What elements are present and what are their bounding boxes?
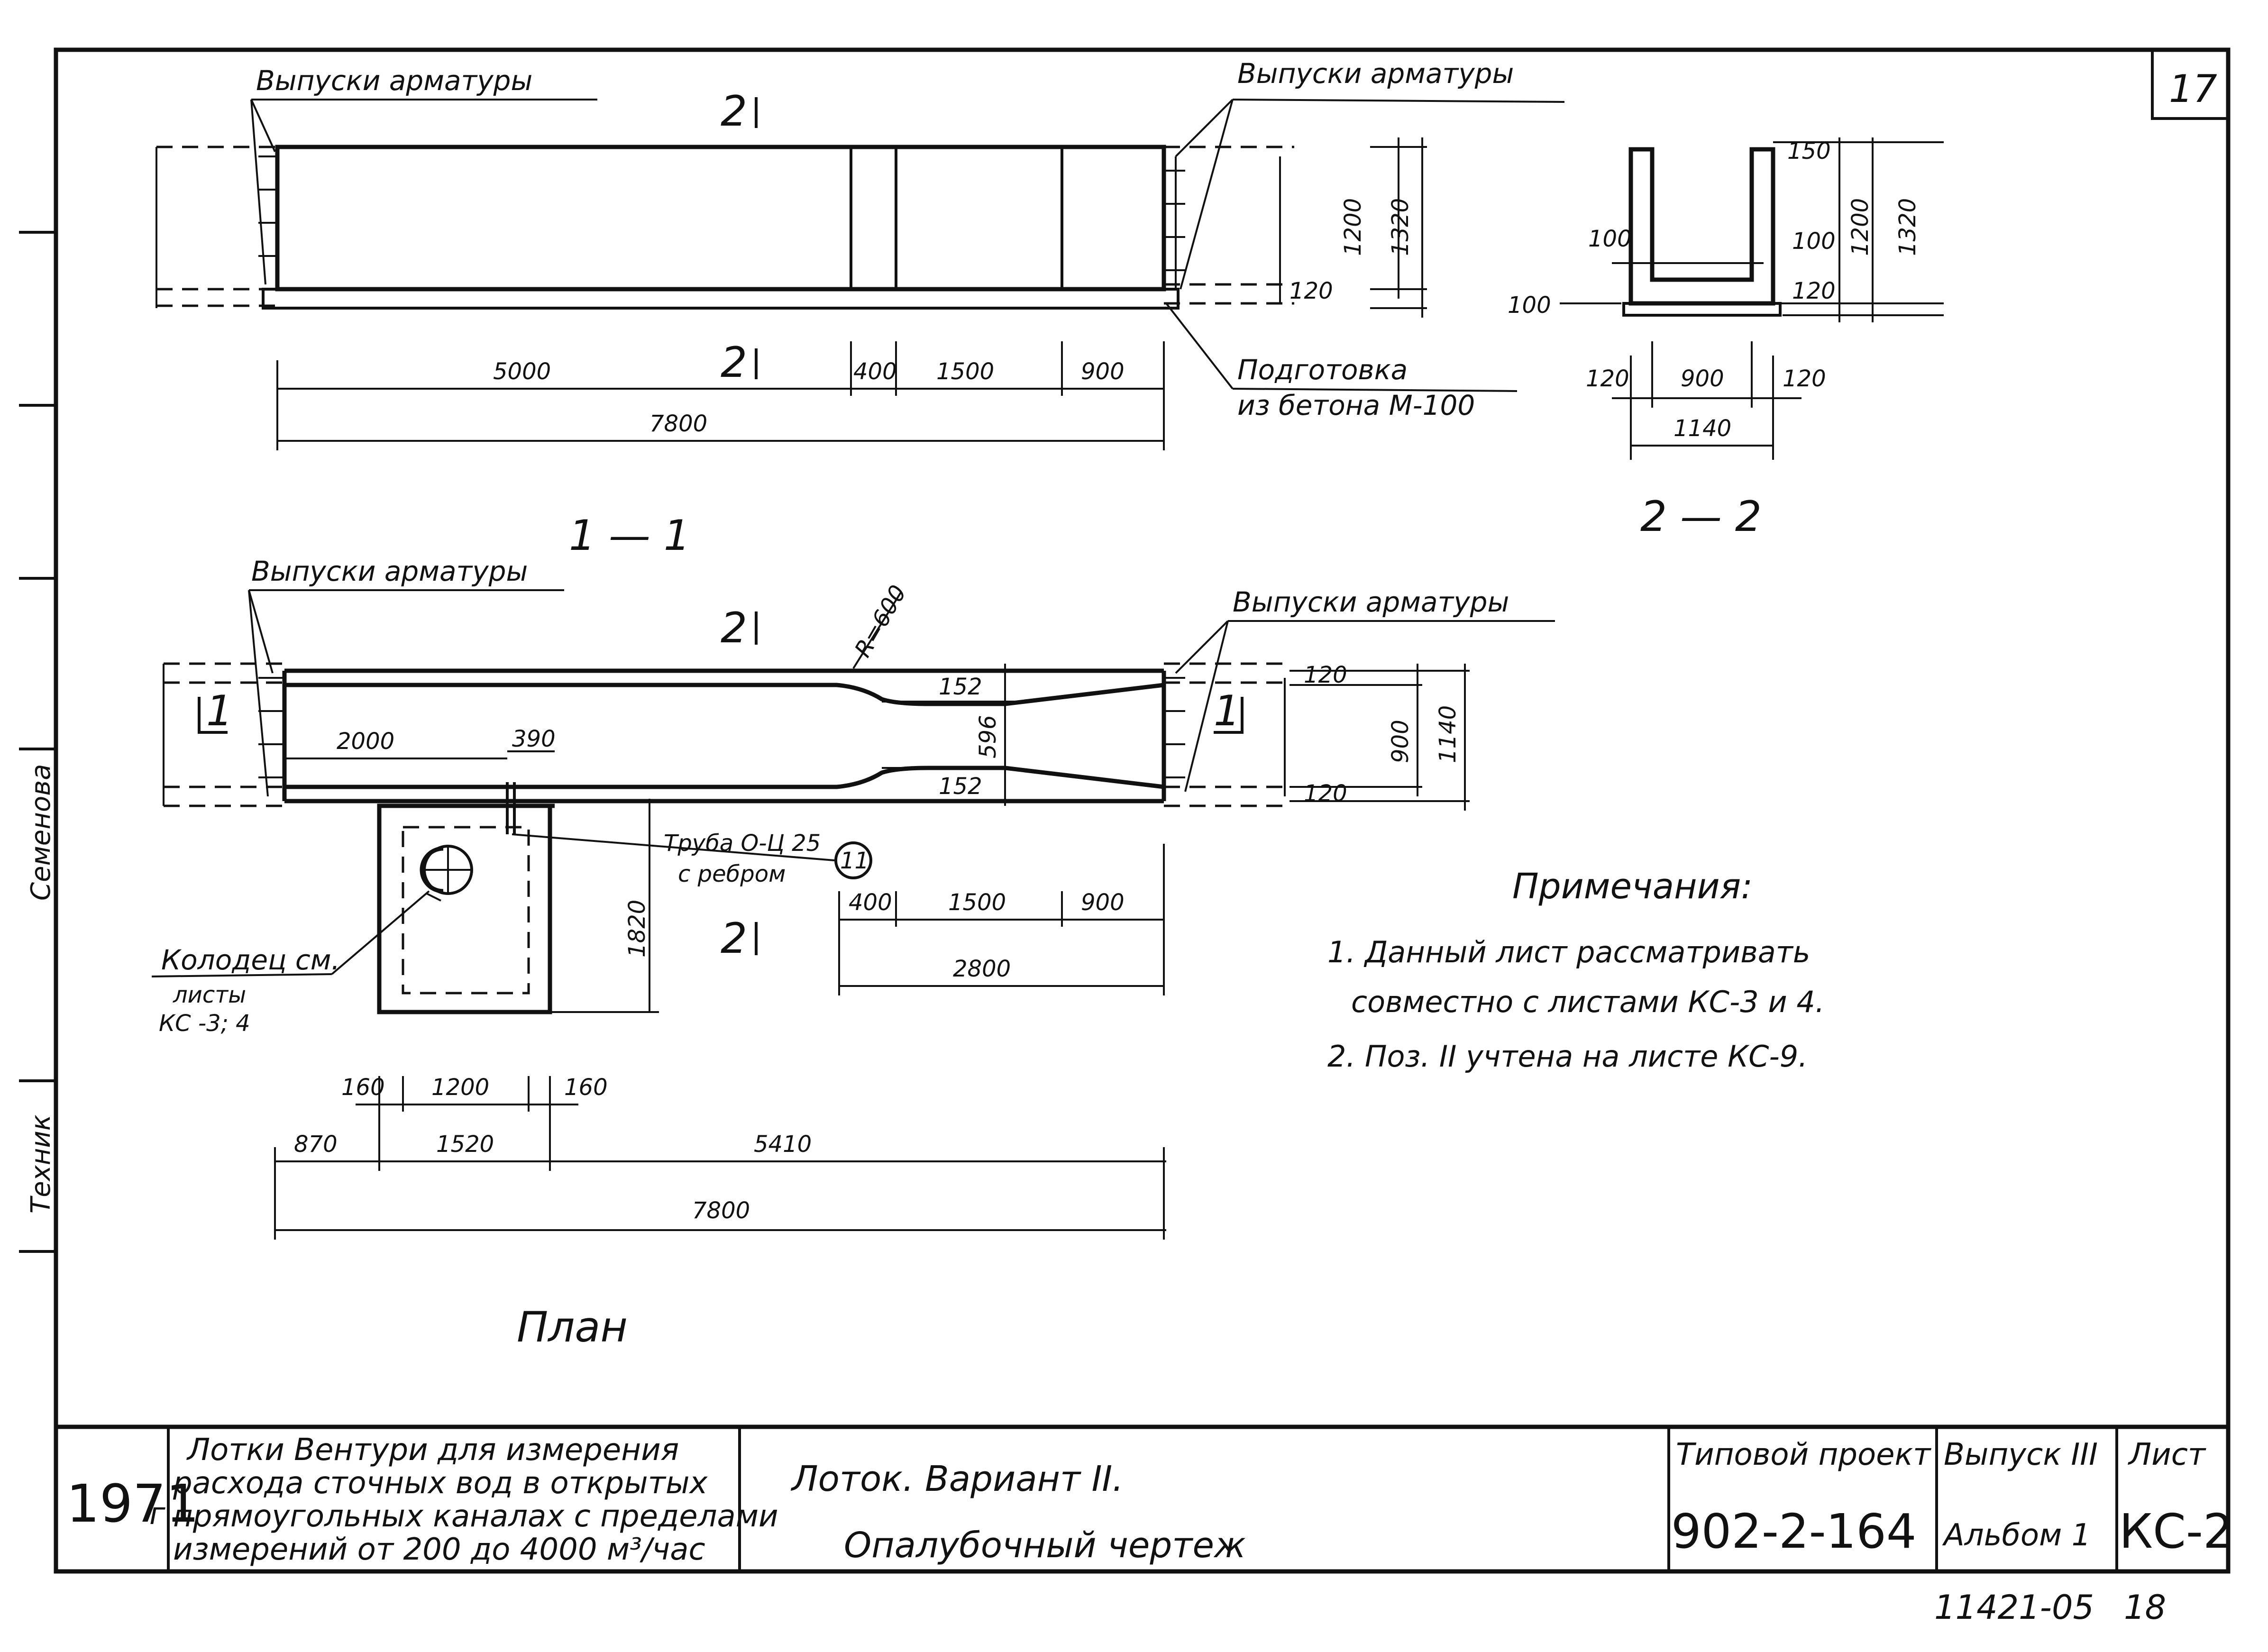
plan-title: План — [517, 1303, 628, 1351]
plan-dim-1200: 1200 — [431, 1074, 489, 1101]
tb-year: 1971 — [66, 1473, 199, 1534]
elev-dim-1200: 1200 — [1340, 198, 1366, 256]
section-2-2-title: 2 — 2 — [1640, 492, 1762, 541]
plan-dims-right — [838, 844, 1165, 995]
elevation-base — [262, 288, 1180, 310]
plan-dim-1520: 1520 — [436, 1131, 494, 1158]
tb-sheet-value: КС-2 — [2119, 1504, 2233, 1559]
plan-cut-top: 2 — [721, 603, 747, 652]
side-strip-role: Техник — [26, 1114, 56, 1214]
plan-dims-internal — [284, 664, 1470, 811]
footer-page: 18 — [2124, 1588, 2166, 1627]
elevation-cut-top: 2 — [721, 87, 747, 136]
well-label-1: Колодец см. — [161, 944, 340, 976]
plan-dim-390: 390 — [512, 726, 556, 752]
footer-code: 11421-05 — [1934, 1588, 2094, 1627]
plan-dim-2000: 2000 — [337, 728, 394, 755]
tb-year-suffix: г — [149, 1497, 165, 1532]
tb-desc-4: измерений от 200 до 4000 м³/час — [173, 1532, 705, 1567]
notes-title: Примечания: — [1512, 866, 1753, 907]
plan-rebar-label-left: Выпуски арматуры — [251, 555, 528, 587]
elev-dim-7800: 7800 — [649, 411, 707, 437]
tb-sheet-title-1: Лоток. Вариант II. — [790, 1459, 1124, 1499]
well-label-3: КС -3; 4 — [159, 1010, 250, 1037]
plan-dim-1140: 1140 — [1435, 705, 1461, 763]
section-1-1-title: 1 — 1 — [569, 511, 690, 560]
concrete-prep-label-1: Подготовка — [1237, 354, 1408, 386]
plan-dim-7800: 7800 — [692, 1197, 750, 1224]
section-2-2 — [1560, 137, 1944, 460]
tb-issue-label: Выпуск III — [1944, 1437, 2098, 1472]
plan-dim-1500: 1500 — [948, 889, 1006, 916]
sec22-w-1140: 1140 — [1674, 415, 1731, 442]
sec22-w-900: 900 — [1681, 365, 1724, 392]
elevation-view — [155, 99, 1565, 392]
plan-dim-1820: 1820 — [624, 900, 650, 958]
plan-mark-1-right: 1 — [1214, 686, 1240, 735]
tb-desc-2: расхода сточных вод в открытых — [173, 1466, 708, 1501]
elevation-body — [275, 145, 1166, 292]
elev-dim-400: 400 — [853, 358, 897, 385]
plan-dim-900: 900 — [1387, 720, 1414, 763]
plan-dim-2800: 2800 — [953, 956, 1011, 982]
sec22-w-120b: 120 — [1783, 365, 1826, 392]
elevation-rebar-label-left: Выпуски арматуры — [256, 64, 532, 97]
sheet-frame — [54, 47, 2231, 1574]
well-label-2: листы — [173, 982, 246, 1008]
elev-dim-1320: 1320 — [1387, 198, 1414, 256]
plan-dims-bottom — [274, 1076, 1166, 1240]
elev-dim-5000: 5000 — [493, 358, 551, 385]
elevation-rebar-label-right: Выпуски арматуры — [1237, 57, 1514, 90]
plan-dim-596: 596 — [975, 715, 1001, 758]
plan-dim-900b: 900 — [1081, 889, 1125, 916]
left-margin-ticks — [19, 231, 56, 1253]
sec22-dim-120: 120 — [1792, 278, 1836, 304]
plan-dim-120b: 120 — [1304, 780, 1347, 807]
pipe-label-2: с ребром — [678, 861, 786, 887]
notes-line-3: 2. Поз. II учтена на листе КС-9. — [1327, 1039, 1808, 1074]
tb-sheet-title-2: Опалубочный чертеж — [844, 1525, 1246, 1566]
sec22-w-120a: 120 — [1586, 365, 1629, 392]
elev-dim-900: 900 — [1081, 358, 1125, 385]
plan-rebar-label-right: Выпуски арматуры — [1233, 586, 1509, 618]
tb-desc-3: прямоугольных каналах с пределами — [173, 1499, 778, 1534]
sheet-number: 17 — [2169, 67, 2217, 111]
pipe-pos-number: 11 — [840, 848, 869, 874]
elev-dim-1500: 1500 — [936, 358, 994, 385]
sec22-dim-1200: 1200 — [1847, 198, 1874, 256]
notes-line-2: совместно с листами КС-3 и 4. — [1351, 985, 1825, 1019]
sec22-dim-100a: 100 — [1588, 226, 1632, 252]
plan-radius: R=600 — [850, 581, 912, 662]
tb-typ-proj-value: 902-2-164 — [1671, 1504, 1917, 1559]
plan-dim-870: 870 — [294, 1131, 338, 1158]
plan-dim-120a: 120 — [1304, 662, 1347, 688]
plan-dim-5410: 5410 — [754, 1131, 812, 1158]
pipe-label-1: Труба О-Ц 25 — [664, 830, 821, 857]
plan-mark-1-left: 1 — [206, 686, 233, 735]
plan-dim-160a: 160 — [341, 1074, 385, 1101]
sec22-dim-150: 150 — [1787, 138, 1831, 164]
inspection-well — [151, 782, 872, 1014]
elevation-cut-bottom: 2 — [721, 338, 747, 387]
sec22-dim-100c: 100 — [1508, 292, 1551, 319]
tb-album-label: Альбом 1 — [1942, 1518, 2091, 1553]
tb-desc-1: Лотки Вентури для измерения — [186, 1433, 679, 1468]
side-strip-name: Семенова — [26, 764, 56, 901]
sec22-dim-100b: 100 — [1792, 228, 1836, 255]
title-block — [167, 1427, 2118, 1571]
plan-cut-bottom: 2 — [721, 914, 747, 963]
sheet-number-box — [2151, 48, 2230, 120]
elevation-dims — [276, 137, 1427, 450]
notes-line-1: 1. Данный лист рассматривать — [1327, 935, 1810, 969]
plan-dim-152b: 152 — [939, 773, 982, 800]
plan-dim-400: 400 — [849, 889, 892, 916]
concrete-prep-label-2: из бетона М-100 — [1237, 389, 1475, 421]
sec22-dim-1320: 1320 — [1894, 198, 1921, 256]
plan-dim-160b: 160 — [564, 1074, 608, 1101]
plan-dim-152a: 152 — [939, 674, 982, 700]
tb-typ-proj-label: Типовой проект — [1676, 1437, 1931, 1472]
tb-sheet-label: Лист — [2128, 1437, 2206, 1472]
elev-dim-120: 120 — [1289, 278, 1333, 304]
